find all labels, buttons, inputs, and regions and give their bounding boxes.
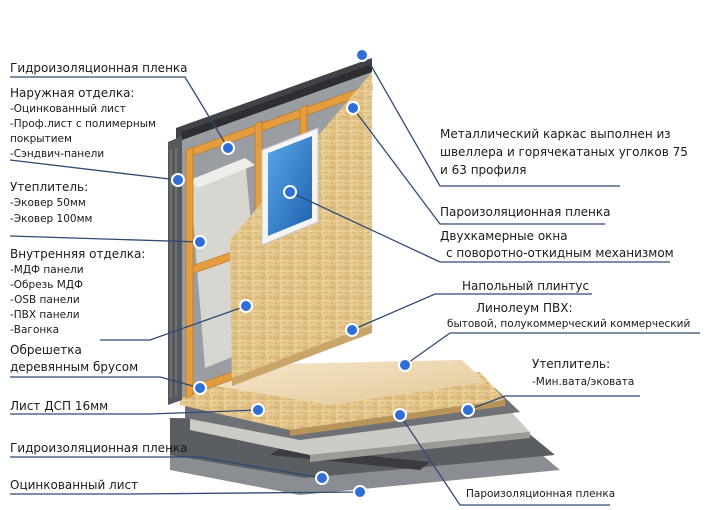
label-metal-frame-line2: швеллера и горячекатаных уголков 75 xyxy=(440,145,688,159)
label-interior-finish-title: Внутренняя отделка: xyxy=(10,247,146,261)
label-vapor-film-top: Пароизоляционная пленка xyxy=(440,205,611,219)
marker-waterproof-bottom xyxy=(315,471,329,485)
label-interior-item: -OSB панели xyxy=(10,294,80,306)
marker-linoleum xyxy=(398,358,412,372)
marker-batten xyxy=(193,381,207,395)
wall-corrugation xyxy=(170,148,177,398)
leader-window xyxy=(289,191,670,263)
label-insulation-item: -Эковер 50мм xyxy=(10,197,86,209)
leader-linoleum xyxy=(404,332,700,366)
label-exterior-finish-title: Наружная отделка: xyxy=(10,86,135,100)
leader-metal-frame xyxy=(364,54,620,187)
wall-floor-plinth xyxy=(232,325,372,386)
label-vapor-film-bottom: Пароизоляционная пленка xyxy=(466,488,616,500)
label-waterproof-film-bottom: Гидроизоляционная пленка xyxy=(10,441,188,455)
wall-frame-top xyxy=(182,64,372,140)
leader-lines xyxy=(9,54,700,506)
label-window-line2: с поворотно-откидным механизмом xyxy=(446,246,674,260)
label-floor-insulation-item: -Мин.вата/эковата xyxy=(532,376,635,388)
marker-galvanized xyxy=(353,485,367,499)
label-chipboard: Лист ДСП 16мм xyxy=(10,399,109,413)
marker-metal-frame xyxy=(355,48,369,62)
label-interior-item: -МДФ панели xyxy=(10,264,84,276)
wall-insulation-top xyxy=(190,158,255,188)
label-exterior-item: -Сэндвич-панели xyxy=(10,148,105,160)
leader-batten xyxy=(10,376,201,389)
label-floor-plinth: Напольный плинтус xyxy=(462,279,590,293)
marker-chipboard xyxy=(251,403,265,417)
leader-interior-finish xyxy=(100,305,247,341)
marker-interior-finish xyxy=(239,299,253,313)
leader-waterproof-bottom xyxy=(10,456,323,479)
wall-layers xyxy=(168,58,373,405)
leader-chipboard xyxy=(10,409,259,415)
marker-vapor-top xyxy=(346,101,360,115)
label-linoleum-types: бытовой, полукоммерческий коммерческий xyxy=(447,318,691,330)
label-batten-line2: деревянным брусом xyxy=(10,360,139,374)
floor-linoleum xyxy=(210,360,485,405)
label-floor-insulation-title: Утеплитель: xyxy=(532,357,611,371)
leader-vapor-bottom xyxy=(399,414,610,506)
label-batten-line1: Обрешетка xyxy=(10,343,82,357)
marker-floor-insulation xyxy=(461,403,475,417)
marker-exterior-finish xyxy=(171,173,185,187)
markers xyxy=(171,48,475,499)
label-insulation-item: -Эковер 100мм xyxy=(10,213,93,225)
label-metal-frame-line1: Металлический каркас выполнен из xyxy=(440,127,671,141)
label-exterior-item: -Проф.лист с полимерным xyxy=(10,118,156,130)
label-window-line1: Двухкамерные окна xyxy=(440,229,568,243)
label-galvanized-sheet: Оцинкованный лист xyxy=(10,478,139,492)
label-exterior-item: -Оцинкованный лист xyxy=(10,103,126,115)
leader-floor-insulation xyxy=(467,395,640,411)
label-interior-item: -Обрезь МДФ xyxy=(10,279,84,291)
leader-galvanized xyxy=(10,491,361,495)
leader-exterior-finish xyxy=(9,159,179,181)
label-linoleum-title: Линолеум ПВХ: xyxy=(476,301,573,315)
leader-plinth xyxy=(351,293,592,331)
leader-waterproof-top xyxy=(10,76,229,149)
label-insulation-title: Утеплитель: xyxy=(10,180,89,194)
marker-window xyxy=(283,185,297,199)
label-metal-frame-line3: и 63 профиля xyxy=(440,163,527,177)
marker-vapor-bottom xyxy=(393,408,407,422)
floor-insulation-edge xyxy=(310,432,530,462)
marker-insulation xyxy=(193,235,207,249)
leader-vapor-top xyxy=(352,107,605,225)
label-interior-item: -Вагонка xyxy=(10,324,60,336)
leader-insulation xyxy=(9,235,201,243)
label-exterior-item: покрытием xyxy=(10,133,72,145)
marker-waterproof-top xyxy=(221,141,235,155)
label-waterproof-film-top: Гидроизоляционная пленка xyxy=(10,61,188,75)
marker-plinth xyxy=(345,323,359,337)
label-interior-item: -ПВХ панели xyxy=(10,309,80,321)
wall-interior-osb-left xyxy=(230,215,265,382)
